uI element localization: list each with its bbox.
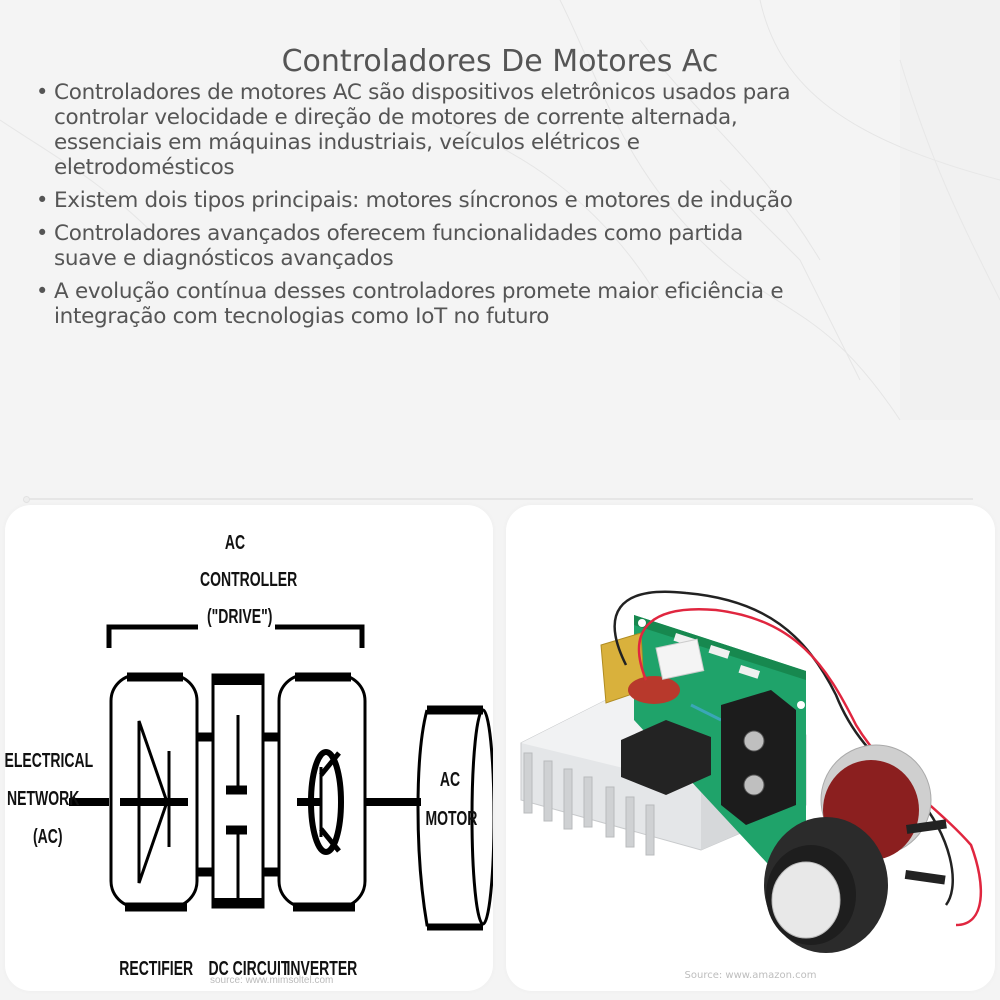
image-source: Source: www.amazon.com [684, 970, 817, 981]
controller-photo [520, 590, 982, 953]
controller-label: CONTROLLER [200, 569, 298, 591]
diagram-watermark: source: www.mimsoltel.com [210, 975, 334, 986]
triac-icon [621, 720, 711, 795]
diagram-card: AC CONTROLLER ("DRIVE") ELECTRICAL NETWO… [5, 505, 493, 991]
film-capacitor-icon [628, 676, 680, 704]
photo-card: Source: www.amazon.com [506, 505, 995, 991]
knob-icon [764, 817, 888, 953]
input-label: ELECTRICAL [5, 750, 94, 772]
page-title: Controladores De Motores Ac [281, 44, 719, 80]
motor-label: AC [439, 769, 461, 791]
bullet-item: • Controladores de motores AC são dispos… [36, 80, 791, 180]
stage-label-inverter: INVERTER [286, 958, 358, 980]
bullet-dot: • [36, 80, 49, 104]
bullet-dot: • [36, 188, 49, 212]
bullet-dot: • [36, 221, 49, 245]
section-divider [23, 496, 973, 503]
stage-label-rectifier: RECTIFIER [119, 958, 194, 980]
bullet-item: • Existem dois tipos principais: motores… [36, 188, 793, 213]
red-wire-icon [637, 608, 982, 927]
connector-icon [655, 638, 705, 680]
motor-label: MOTOR [425, 808, 478, 830]
bullet-list: • Controladores de motores AC são dispos… [36, 80, 976, 337]
bullet-dot: • [36, 279, 49, 303]
bullet-item: • Controladores avançados oferecem funci… [36, 221, 743, 271]
ac-drive-block-diagram [69, 624, 493, 931]
input-label: (AC) [33, 826, 63, 848]
controller-label: ("DRIVE") [207, 606, 273, 628]
terminal-block-icon [721, 690, 796, 825]
stage-label-dc-circuit: DC CIRCUIT [208, 958, 290, 980]
bullet-item: • A evolução contínua desses controlador… [36, 279, 784, 329]
input-label: NETWORK [7, 788, 80, 810]
controller-label: AC [224, 532, 246, 554]
